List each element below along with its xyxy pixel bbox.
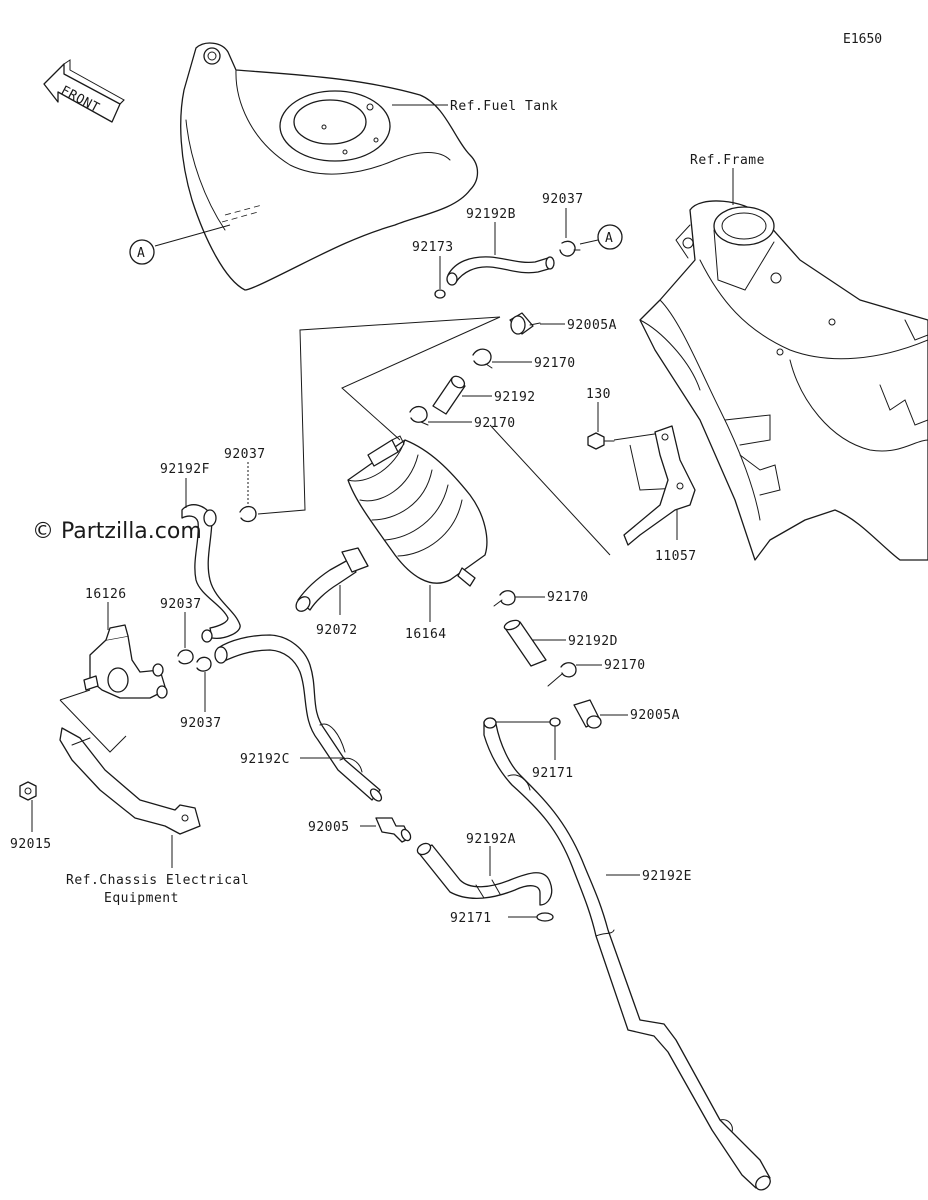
part-label-92192: 92192: [494, 390, 536, 405]
clamp-92037-left: [239, 505, 257, 523]
part-label-92015: 92015: [10, 837, 52, 852]
clamp-92037-low: [196, 656, 212, 672]
clamp-92171-b: [536, 912, 554, 922]
hose-92192b: [446, 256, 555, 286]
part-label-92192d: 92192D: [568, 634, 618, 649]
connector-a-marker-left: [129, 239, 155, 265]
part-label-92192f: 92192F: [160, 462, 210, 477]
part-label-92037-left: 92037: [224, 447, 266, 462]
valve-92005a-low: [573, 699, 602, 729]
valve-92005a-top: [509, 312, 541, 335]
watermark: © Partzilla.com: [32, 519, 202, 544]
clip-92170-c: [493, 590, 516, 607]
clamp-92037-mid: [177, 649, 194, 665]
clip-92170-b: [409, 405, 429, 426]
part-label-92171-a: 92171: [532, 766, 574, 781]
part-label-92037-low: 92037: [180, 716, 222, 731]
diagram-code: E1650: [843, 32, 882, 47]
part-label-92170-b: 92170: [474, 416, 516, 431]
part-label-92170-d: 92170: [604, 658, 646, 673]
part-label-92005a-top: 92005A: [567, 318, 617, 333]
part-label-92005a-low: 92005A: [630, 708, 680, 723]
part-label-16164: 16164: [405, 627, 447, 642]
ref-chassis-label-2: Equipment: [104, 891, 179, 906]
part-label-11057: 11057: [655, 549, 697, 564]
hose-92192a: [416, 842, 553, 906]
part-label-92037-mid: 92037: [160, 597, 202, 612]
hose-92192c: [214, 634, 383, 802]
ref-frame-label: Ref.Frame: [690, 153, 765, 168]
front-arrow-icon: FRONT: [43, 59, 125, 123]
part-label-92192e: 92192E: [642, 869, 692, 884]
bolt-130: [587, 432, 615, 450]
connector-a-left-label: A: [137, 246, 145, 261]
clamp-92173: [434, 289, 446, 299]
part-label-92072: 92072: [316, 623, 358, 638]
connector-a-marker-right: [597, 224, 623, 250]
part-label-92192a: 92192A: [466, 832, 516, 847]
part-label-92005: 92005: [308, 820, 350, 835]
part-label-92173: 92173: [412, 240, 454, 255]
bracket-chassis: [59, 727, 201, 835]
clip-92170-a: [472, 348, 493, 369]
part-label-92170-a: 92170: [534, 356, 576, 371]
hose-92192d: [503, 619, 547, 667]
clamp-92171-a: [549, 717, 561, 727]
part-label-92171-b: 92171: [450, 911, 492, 926]
hose-92192e: [483, 717, 771, 1191]
frame: [639, 200, 928, 561]
part-label-92170-c: 92170: [547, 590, 589, 605]
part-label-92192c: 92192C: [240, 752, 290, 767]
clamp-92037-top: [559, 240, 581, 257]
connector-a-right-label: A: [605, 231, 613, 246]
part-label-16126: 16126: [85, 587, 127, 602]
ref-fuel-tank-label: Ref.Fuel Tank: [450, 99, 558, 114]
ref-chassis-label-1: Ref.Chassis Electrical: [66, 873, 249, 888]
hose-92192f: [181, 504, 241, 643]
solenoid-valve-16126: [83, 624, 168, 699]
hose-92192: [432, 375, 466, 415]
part-label-92192b: 92192B: [466, 207, 516, 222]
canister-16164: [347, 435, 488, 587]
bracket-11057: [623, 425, 696, 546]
hose-92072: [295, 547, 369, 612]
part-label-92037-top: 92037: [542, 192, 584, 207]
nut-92015: [19, 781, 37, 801]
clip-92170-d: [547, 662, 577, 687]
part-label-130: 130: [586, 387, 611, 402]
valve-92005: [375, 817, 412, 843]
